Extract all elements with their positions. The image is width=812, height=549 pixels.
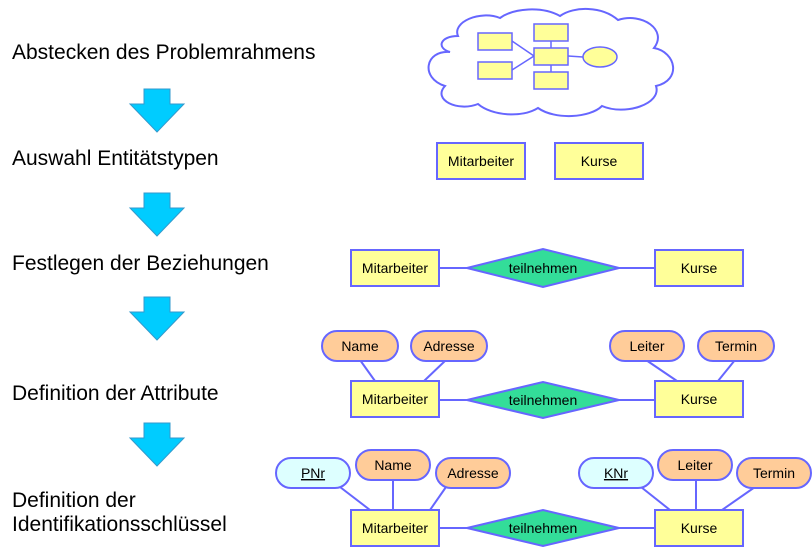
- attribute-adresse-label: Adresse: [447, 465, 499, 481]
- attribute-name-label: Name: [374, 457, 412, 473]
- entity-mitarbeiter-label: Mitarbeiter: [362, 391, 428, 407]
- entity-kurse-label: Kurse: [681, 520, 718, 536]
- down-arrow-icon: [128, 422, 186, 467]
- key-attribute-knr-label: KNr: [604, 465, 628, 481]
- relationship-teilnehmen: [466, 380, 620, 420]
- entity-kurse-label: Kurse: [581, 153, 618, 169]
- key-attribute-knr: [578, 457, 654, 489]
- attribute-termin: [697, 330, 775, 362]
- relationship-label: teilnehmen: [509, 260, 578, 276]
- attribute-termin-label: Termin: [715, 338, 757, 354]
- entity-mitarbeiter: [350, 380, 440, 418]
- key-attribute-pnr-label: PNr: [301, 465, 325, 481]
- step-1-label: Abstecken des Problemrahmens: [12, 41, 316, 64]
- entity-kurse-label: Kurse: [681, 391, 718, 407]
- row-attributes: Name Adresse Leiter Termin Mitarbeiter t…: [321, 330, 775, 420]
- attribute-termin-label: Termin: [753, 465, 795, 481]
- cloud-sketch-icon: [427, 7, 675, 118]
- entity-mitarbeiter: [350, 249, 440, 287]
- entity-mitarbeiter: [436, 142, 526, 180]
- relationship-teilnehmen: [466, 247, 620, 289]
- step-3-label: Festlegen der Beziehungen: [12, 252, 269, 275]
- entity-mitarbeiter-label: Mitarbeiter: [362, 260, 428, 276]
- attribute-name-label: Name: [341, 338, 379, 354]
- attribute-termin: [736, 457, 812, 489]
- attribute-leiter-label: Leiter: [677, 457, 712, 473]
- attribute-adresse: [435, 457, 511, 489]
- relationship-label: teilnehmen: [509, 520, 578, 536]
- entity-mitarbeiter-label: Mitarbeiter: [362, 520, 428, 536]
- step-5-label: Definition der Identifikationsschlüssel: [12, 489, 227, 537]
- row-entities: Mitarbeiter Kurse: [436, 142, 644, 180]
- entity-mitarbeiter: [350, 509, 440, 547]
- entity-mitarbeiter-label: Mitarbeiter: [448, 153, 514, 169]
- attribute-adresse: [410, 330, 488, 362]
- step-5-label-line-2: Identifikationsschlüssel: [12, 513, 227, 536]
- row-relationship: Mitarbeiter teilnehmen Kurse: [350, 247, 744, 289]
- down-arrow-icon: [128, 192, 186, 237]
- entity-kurse: [654, 380, 744, 418]
- entity-kurse-label: Kurse: [681, 260, 718, 276]
- relationship-teilnehmen: [466, 508, 620, 548]
- entity-kurse: [554, 142, 644, 180]
- down-arrow-icon: [128, 88, 186, 133]
- attribute-name: [321, 330, 399, 362]
- attribute-leiter: [657, 449, 733, 481]
- entity-kurse: [654, 249, 744, 287]
- down-arrow-icon: [128, 296, 186, 341]
- attribute-name: [355, 449, 431, 481]
- attribute-leiter-label: Leiter: [629, 338, 664, 354]
- attribute-leiter: [609, 330, 685, 362]
- entity-kurse: [654, 509, 744, 547]
- relationship-label: teilnehmen: [509, 392, 578, 408]
- step-5-label-line-1: Definition der: [12, 489, 136, 512]
- step-4-label: Definition der Attribute: [12, 382, 219, 405]
- key-attribute-pnr: [275, 457, 351, 489]
- attribute-adresse-label: Adresse: [423, 338, 475, 354]
- step-2-label: Auswahl Entitätstypen: [12, 147, 219, 170]
- row-keys: PNr Name Adresse KNr Leiter Termin Mitar…: [275, 449, 812, 548]
